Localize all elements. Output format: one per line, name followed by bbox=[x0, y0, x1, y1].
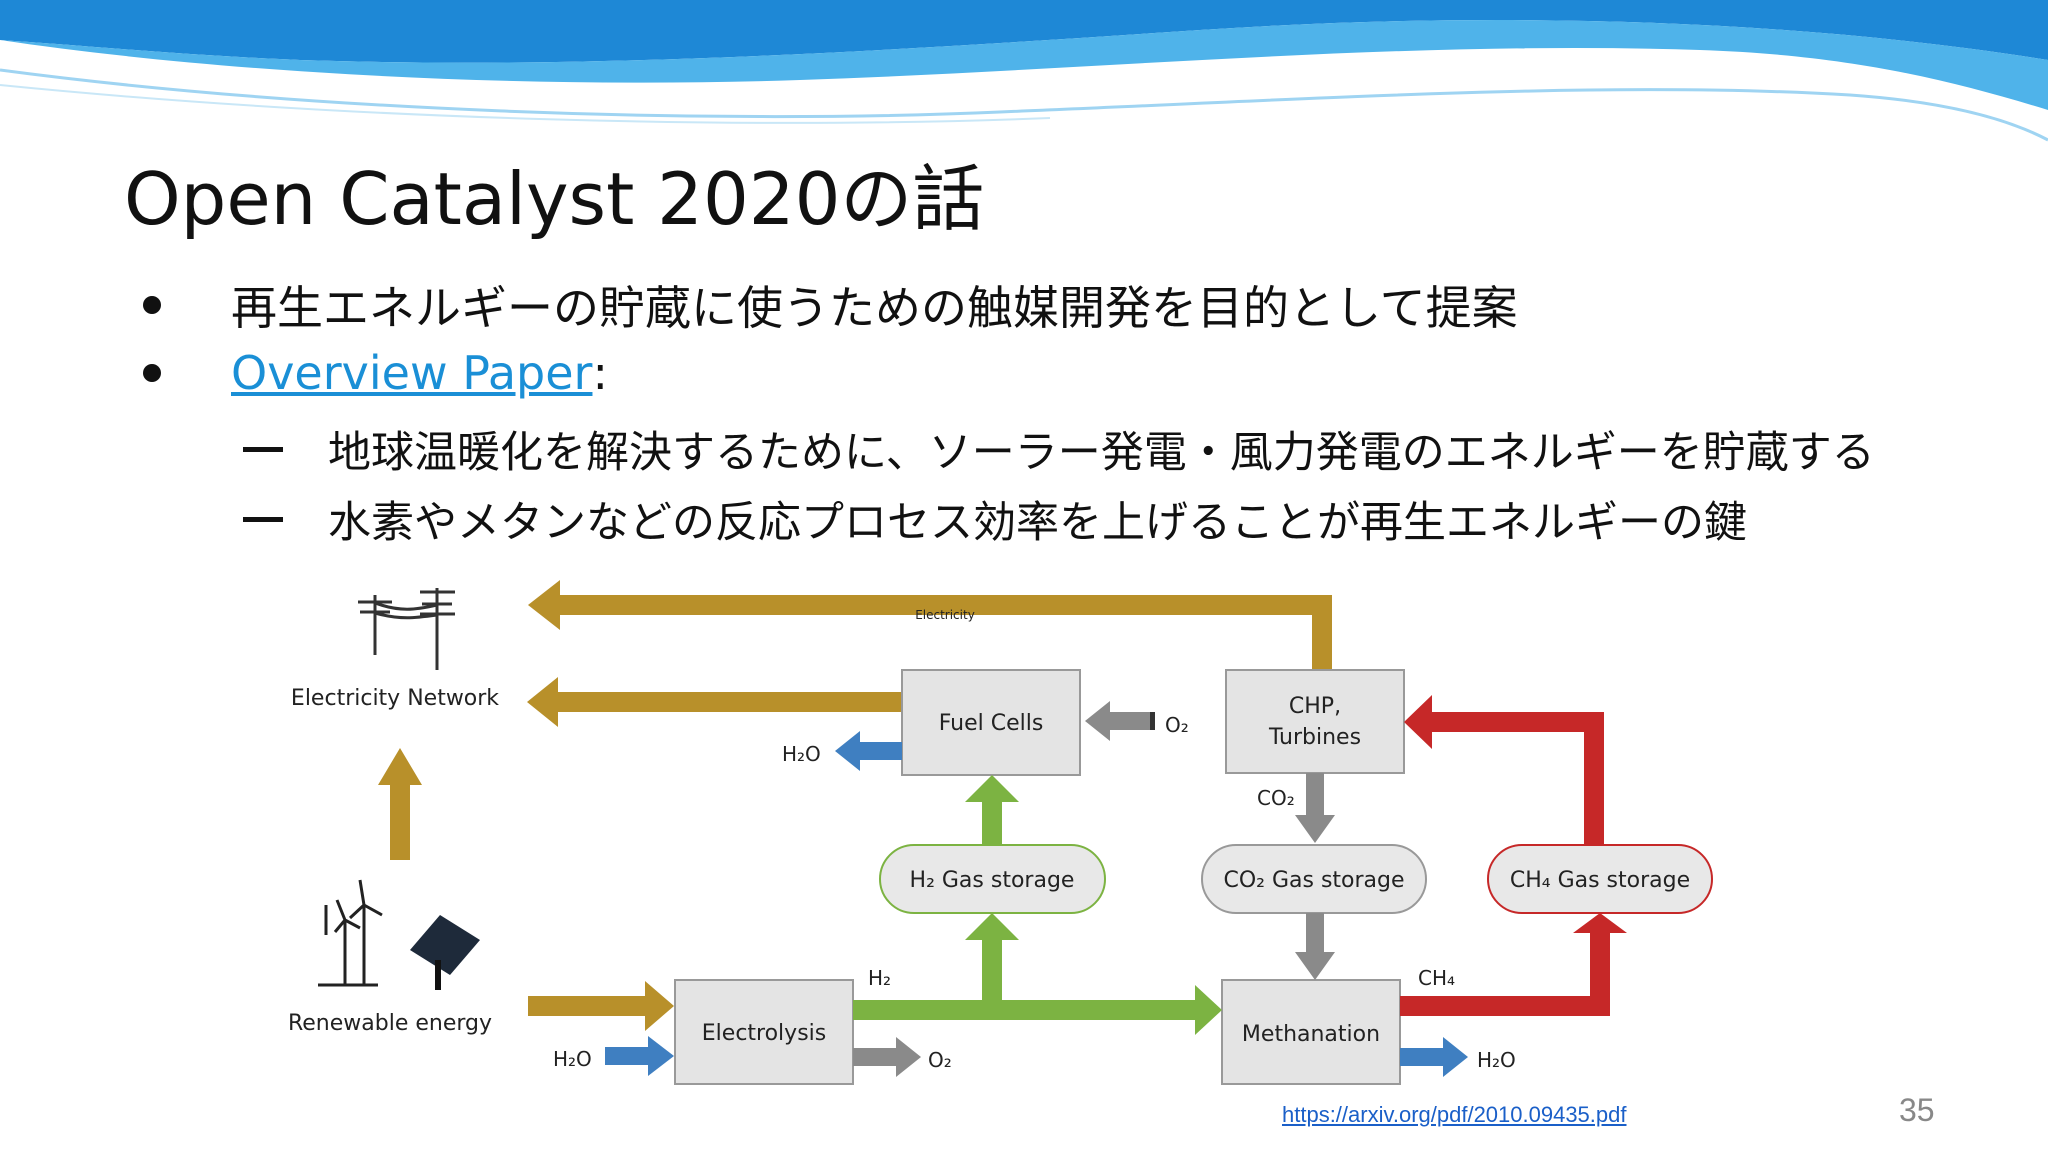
h2-fuel-arrowhead bbox=[965, 775, 1019, 802]
co2-chp-label: CO₂ bbox=[1257, 786, 1295, 810]
h2-to-storage-flow bbox=[982, 937, 1002, 1010]
ch4-storage-arrowhead bbox=[1573, 913, 1627, 933]
h2-flow-label: H₂ bbox=[868, 966, 891, 990]
h2o-out-label: H₂O bbox=[1477, 1048, 1516, 1072]
sub-bullet-1-text: 地球温暖化を解決するために、ソーラー発電・風力発電のエネルギーを貯蔵する bbox=[328, 428, 1875, 478]
bullet-1: 再生エネルギーの貯蔵に使うための触媒開発を目的として提案 bbox=[143, 272, 1518, 338]
h2o-fuel-flow bbox=[857, 742, 902, 760]
o2-out-flow bbox=[853, 1048, 898, 1066]
energy-storage-diagram: Electricity Network Renewable energy Ele… bbox=[288, 580, 1713, 1085]
h2-storage-to-fuel-flow bbox=[982, 800, 1002, 845]
sub-bullet-1: 地球温暖化を解決するために、ソーラー発電・風力発電のエネルギーを貯蔵する bbox=[243, 418, 1875, 480]
co2-methanation-flow bbox=[1306, 913, 1324, 955]
chp-label-2: Turbines bbox=[1268, 725, 1361, 750]
electricity-flow-label: Electricity bbox=[915, 608, 975, 622]
electrolysis-label: Electrolysis bbox=[702, 1021, 826, 1046]
ch4-storage-label: CH₄ Gas storage bbox=[1510, 868, 1690, 893]
electrolysis-box bbox=[674, 979, 854, 1085]
co2-methanation-arrowhead bbox=[1295, 952, 1335, 980]
h2o-in-arrowhead bbox=[648, 1036, 674, 1076]
fuelcell-to-network-flow bbox=[545, 692, 902, 712]
bullet-2: Overview Paper: bbox=[143, 346, 608, 400]
fuelcell-electric-arrowhead bbox=[527, 677, 558, 727]
bullet-dot bbox=[143, 296, 161, 314]
chp-label-1: CHP, bbox=[1289, 694, 1341, 719]
h2o-out-arrowhead bbox=[1443, 1037, 1468, 1077]
electricity-network-label: Electricity Network bbox=[291, 686, 499, 711]
o2-out-label: O₂ bbox=[928, 1048, 952, 1072]
header-wave-decoration bbox=[0, 0, 2048, 142]
sub-bullet-dash bbox=[243, 516, 283, 522]
sub-bullet-2-text: 水素やメタンなどの反応プロセス効率を上げることが再生エネルギーの鍵 bbox=[328, 498, 1747, 548]
methanation-box bbox=[1221, 979, 1401, 1085]
ch4-to-storage-flow bbox=[1400, 930, 1610, 1016]
wind-turbine-icon bbox=[318, 879, 383, 987]
h2o-fuel-arrowhead bbox=[835, 731, 860, 771]
h2-storage-label: H₂ Gas storage bbox=[910, 868, 1075, 893]
h2o-out-flow bbox=[1400, 1048, 1445, 1066]
o2-source-mark bbox=[1150, 712, 1155, 730]
sub-bullet-2: 水素やメタンなどの反応プロセス効率を上げることが再生エネルギーの鍵 bbox=[243, 488, 1747, 550]
electricity-top-arrowhead bbox=[528, 580, 560, 630]
o2-fuel-flow bbox=[1108, 712, 1150, 730]
power-tower-icon bbox=[358, 588, 455, 670]
renewable-energy-label: Renewable energy bbox=[288, 1011, 492, 1036]
solar-panel-icon bbox=[410, 915, 480, 990]
source-paper-link[interactable]: https://arxiv.org/pdf/2010.09435.pdf bbox=[1282, 1102, 1627, 1127]
ch4-chp-arrowhead bbox=[1404, 695, 1432, 749]
h2o-in-flow bbox=[605, 1047, 650, 1065]
chp-to-network-flow bbox=[545, 595, 1332, 670]
co2-storage-label: CO₂ Gas storage bbox=[1223, 868, 1404, 893]
chp-co2-flow bbox=[1306, 773, 1324, 818]
ch4-to-chp-flow bbox=[1428, 712, 1604, 845]
h2-main-flow bbox=[853, 1000, 1198, 1020]
slide-title: Open Catalyst 2020の話 bbox=[124, 157, 985, 241]
page-number: 35 bbox=[1899, 1092, 1935, 1128]
ch4-flow-label: CH₄ bbox=[1418, 966, 1455, 990]
o2-out-arrowhead bbox=[896, 1037, 921, 1077]
h2o-in-label: H₂O bbox=[553, 1047, 592, 1071]
renewable-to-electrolysis-flow bbox=[528, 996, 648, 1016]
bullet-1-text: 再生エネルギーの貯蔵に使うための触媒開発を目的として提案 bbox=[231, 281, 1518, 335]
renewable-electrolysis-arrowhead bbox=[645, 981, 674, 1031]
chp-turbines-box bbox=[1225, 669, 1405, 774]
h2-storage-arrowhead bbox=[965, 913, 1019, 940]
fuel-cells-label: Fuel Cells bbox=[939, 711, 1044, 736]
overview-paper-link[interactable]: Overview Paper bbox=[231, 346, 593, 400]
o2-fuel-arrowhead bbox=[1085, 701, 1110, 741]
o2-fuel-label: O₂ bbox=[1165, 713, 1189, 737]
chp-co2-arrowhead bbox=[1295, 815, 1335, 843]
h2o-fuel-label: H₂O bbox=[782, 742, 821, 766]
bullet-2-suffix: : bbox=[592, 346, 608, 400]
methanation-label: Methanation bbox=[1242, 1022, 1380, 1047]
h2-methanation-arrowhead bbox=[1195, 985, 1222, 1035]
sub-bullet-dash bbox=[243, 446, 283, 452]
renewable-to-network-arrow bbox=[378, 748, 422, 860]
fuel-cells-box bbox=[901, 669, 1081, 776]
bullet-dot bbox=[143, 364, 161, 382]
